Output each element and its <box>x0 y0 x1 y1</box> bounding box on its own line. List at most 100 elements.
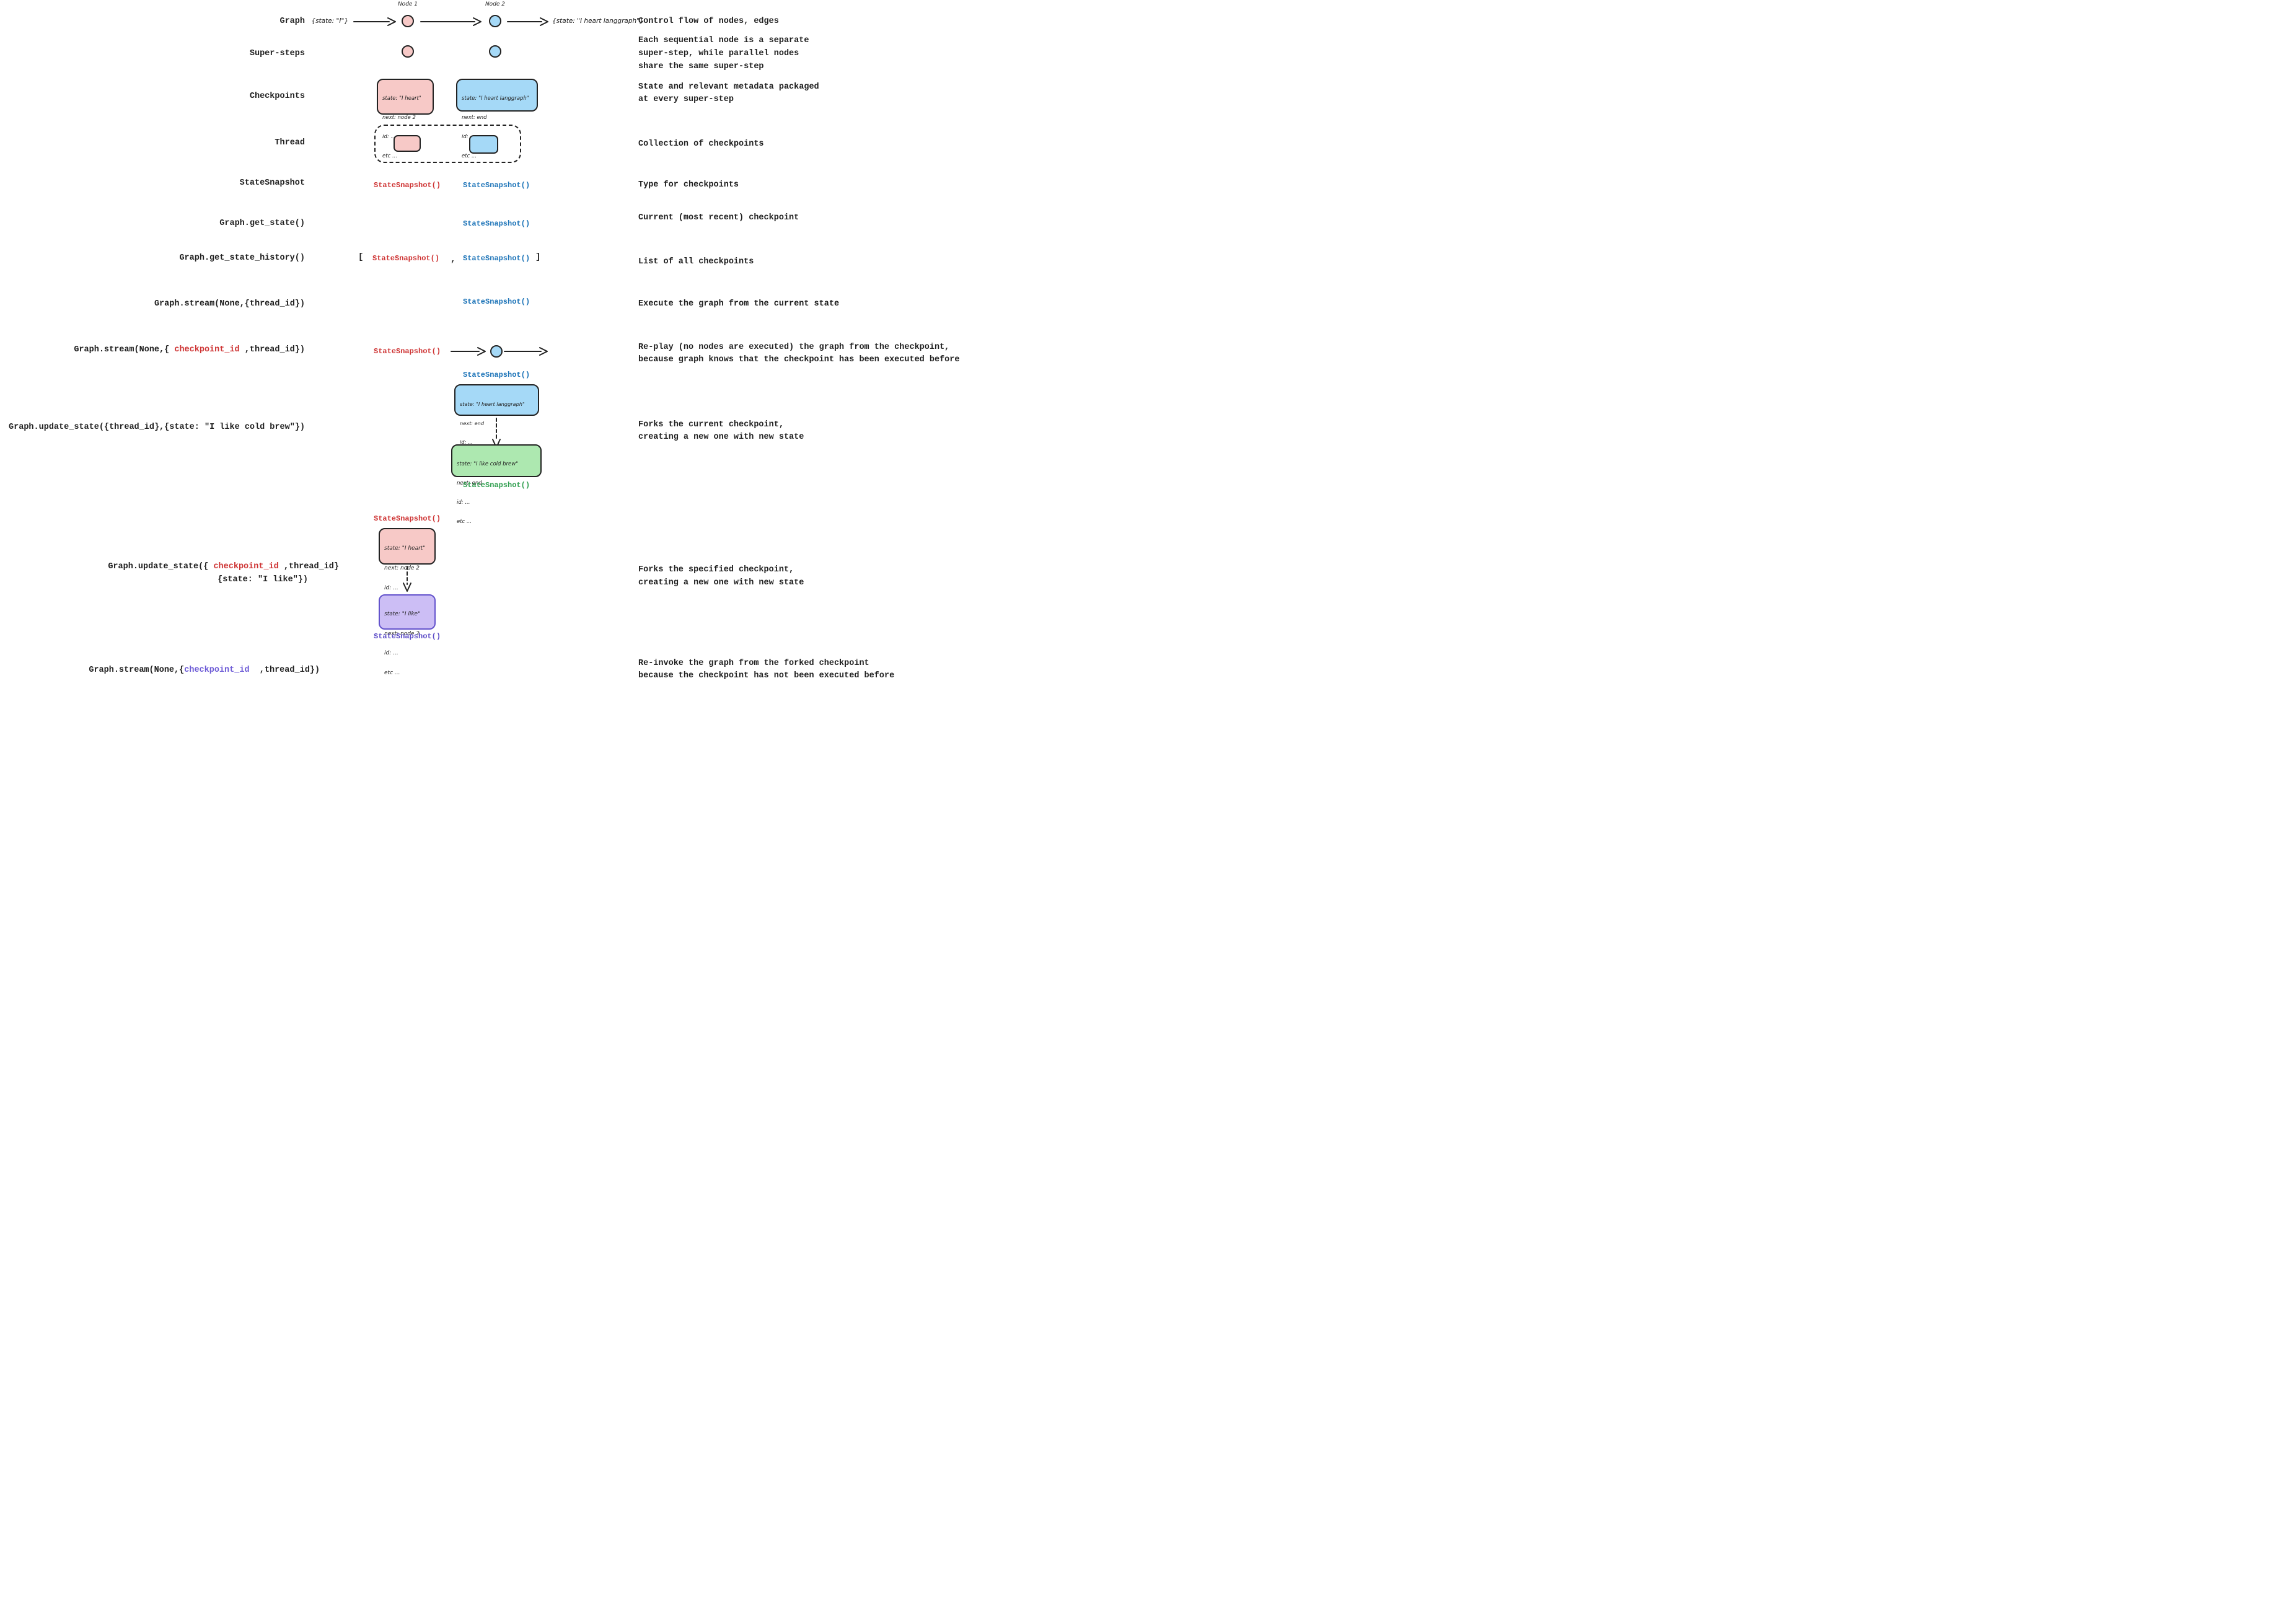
label-suffix: ,thread_id}) <box>239 345 305 354</box>
row-label-stream-forked: Graph.stream(None,{checkpoint_id ,thread… <box>0 665 320 676</box>
caption-statesnapshot: Type for checkpoints <box>638 180 739 190</box>
statesnapshot-call-blue: StateSnapshot() <box>463 181 530 190</box>
arrow-right-icon <box>353 17 396 26</box>
forked-call-purple: StateSnapshot() <box>374 632 441 641</box>
box-line: next: end <box>462 115 487 121</box>
box-line: etc ... <box>457 519 472 525</box>
box-line: id: ... <box>384 585 398 591</box>
input-state-text: {state: "I"} <box>311 17 348 25</box>
label-prefix: Graph.stream(None,{ <box>74 345 175 354</box>
caption-get-state-history: List of all checkpoints <box>638 257 754 266</box>
replay-node-circle <box>490 345 503 358</box>
box-line: etc ... <box>382 153 398 159</box>
node2-label: Node 2 <box>485 1 506 7</box>
statesnapshot-call-red: StateSnapshot() <box>374 181 441 190</box>
node1-circle <box>402 15 414 27</box>
langgraph-checkpoint-diagram: Graph Super-steps Checkpoints Thread Sta… <box>0 0 972 682</box>
box-line: state: "I heart langgraph" <box>460 401 525 407</box>
fork-source-call-blue: StateSnapshot() <box>463 371 530 379</box>
box-line: next: end <box>460 420 485 426</box>
caption-stream-checkpoint-line1: Re-play (no nodes are executed) the grap… <box>638 343 950 352</box>
dashed-arrow-down-icon <box>403 566 411 592</box>
label-suffix: ,thread_id}) <box>249 666 320 675</box>
arrow-right-icon <box>420 17 482 26</box>
stream-thread-result: StateSnapshot() <box>463 297 530 306</box>
caption-stream-thread: Execute the graph from the current state <box>638 299 840 309</box>
caption-update-state-thread-line2: creating a new one with new state <box>638 433 804 442</box>
caption-super-steps-line2: super-step, while parallel nodes <box>638 49 799 58</box>
caption-stream-checkpoint-line2: because graph knows that the checkpoint … <box>638 355 960 364</box>
caption-checkpoints-line1: State and relevant metadata packaged <box>638 82 819 92</box>
row-label-update-state-thread: Graph.update_state({thread_id},{state: "… <box>9 423 305 432</box>
history-item-blue: StateSnapshot() <box>463 254 530 263</box>
label-prefix: Graph.update_state({ <box>108 562 214 571</box>
history-item-red: StateSnapshot() <box>372 254 440 263</box>
row-label-update-state-checkpoint-line1: Graph.update_state({ checkpoint_id ,thre… <box>0 561 339 573</box>
box-line: state: "I heart" <box>382 95 421 102</box>
forked-box-green: state: "I like cold brew" next: end id: … <box>451 444 542 525</box>
box-line: next: end <box>457 480 482 486</box>
thread-checkpoint-blue <box>469 135 498 154</box>
output-state-text: {state: "I heart langgraph"} <box>552 17 644 25</box>
box-line: next: node 2 <box>382 115 416 121</box>
box-line: id: ... <box>382 134 396 140</box>
row-label-update-state-checkpoint-line2: {state: "I like"}) <box>218 575 308 584</box>
checkpoint-id-highlight: checkpoint_id <box>184 666 250 675</box>
row-label-super-steps: Super-steps <box>249 49 305 58</box>
superstep2-circle <box>489 45 501 58</box>
label-suffix: ,thread_id} <box>278 562 339 571</box>
row-label-stream-checkpoint: Graph.stream(None,{ checkpoint_id ,threa… <box>0 345 305 356</box>
checkpoint-box-blue: state: "I heart langgraph" next: end id:… <box>456 79 538 159</box>
fork-source-call-red: StateSnapshot() <box>374 514 441 523</box>
box-line: state: "I heart langgraph" <box>462 95 529 102</box>
box-line: next: node 2 <box>384 630 420 637</box>
caption-super-steps-line3: share the same super-step <box>638 62 764 71</box>
caption-update-state-checkpoint-line1: Forks the specified checkpoint, <box>638 565 794 574</box>
node2-circle <box>489 15 501 27</box>
caption-get-state: Current (most recent) checkpoint <box>638 213 799 222</box>
caption-checkpoints-line2: at every super-step <box>638 95 734 104</box>
forked-call-green: StateSnapshot() <box>463 481 530 490</box>
fork-source-box-pink: state: "I heart" next: node 2 id: ... et… <box>379 528 436 611</box>
forked-box-purple: state: "I like" next: node 2 id: ... etc… <box>379 594 436 676</box>
caption-thread: Collection of checkpoints <box>638 139 764 149</box>
arrow-right-icon <box>451 347 486 356</box>
row-label-thread: Thread <box>275 138 305 147</box>
caption-stream-forked-line2: because the checkpoint has not been exec… <box>638 671 895 680</box>
bracket-open: [ <box>358 252 364 262</box>
arrow-right-icon <box>504 347 548 356</box>
superstep1-circle <box>402 45 414 58</box>
box-line: id: ... <box>457 499 470 506</box>
box-line: id: ... <box>384 650 398 656</box>
replay-snapshot-red: StateSnapshot() <box>374 347 441 356</box>
box-line: id: ... <box>460 439 473 445</box>
checkpoint-box-pink: state: "I heart" next: node 2 id: ... et… <box>377 79 434 159</box>
box-line: etc ... <box>384 669 400 676</box>
row-label-graph: Graph <box>279 17 305 26</box>
caption-super-steps-line1: Each sequential node is a separate <box>638 36 809 45</box>
caption-graph: Control flow of nodes, edges <box>638 17 779 26</box>
thread-checkpoint-pink <box>394 135 421 152</box>
row-label-get-state-history: Graph.get_state_history() <box>179 253 305 263</box>
row-label-stream-thread: Graph.stream(None,{thread_id}) <box>154 299 305 309</box>
comma: , <box>451 255 456 265</box>
checkpoint-id-highlight: checkpoint_id <box>213 562 279 571</box>
checkpoint-id-highlight: checkpoint_id <box>174 345 240 354</box>
thread-dashed-box <box>374 125 521 163</box>
box-line: state: "I like cold brew" <box>457 461 519 467</box>
node1-label: Node 1 <box>397 1 418 7</box>
caption-update-state-checkpoint-line2: creating a new one with new state <box>638 578 804 587</box>
row-label-get-state: Graph.get_state() <box>219 219 305 228</box>
arrow-right-icon <box>507 17 548 26</box>
fork-source-box-blue: state: "I heart langgraph" next: end id:… <box>454 384 539 464</box>
row-label-checkpoints: Checkpoints <box>249 92 305 101</box>
row-label-statesnapshot: StateSnapshot <box>239 178 305 188</box>
box-line: state: "I heart" <box>384 545 426 552</box>
box-line: etc ... <box>462 153 477 159</box>
caption-update-state-thread-line1: Forks the current checkpoint, <box>638 420 784 429</box>
box-line: state: "I like" <box>384 611 421 617</box>
label-prefix: Graph.stream(None,{ <box>89 666 185 675</box>
get-state-result: StateSnapshot() <box>463 219 530 228</box>
bracket-close: ] <box>535 252 541 262</box>
caption-stream-forked-line1: Re-invoke the graph from the forked chec… <box>638 659 869 668</box>
